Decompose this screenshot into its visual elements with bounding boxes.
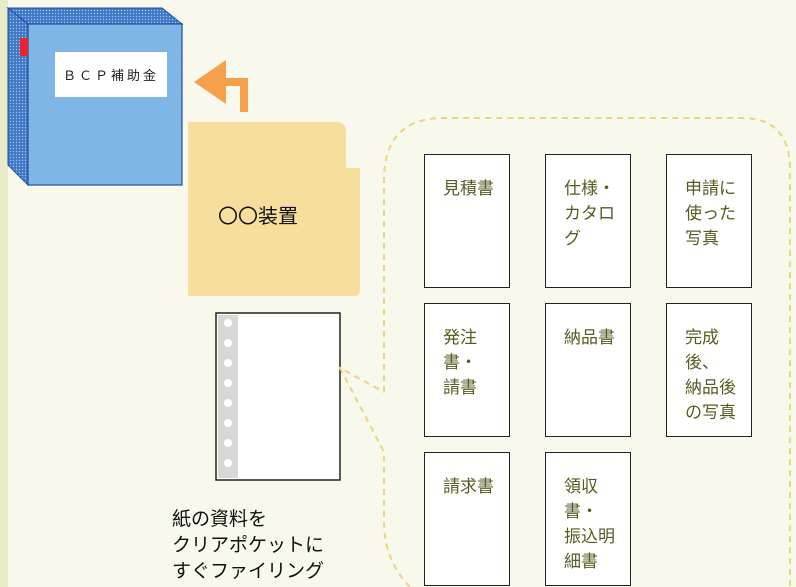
document-line: 書・ (564, 502, 598, 522)
document-line: 申請に (685, 179, 736, 199)
document-line: 仕様・ (564, 179, 615, 199)
binder-icon (6, 6, 184, 187)
arrow-icon (194, 60, 248, 112)
document-receipt-transfer: 領収 書・ 振込明 細書 (545, 452, 631, 586)
folder-label: 〇〇装置 (218, 204, 298, 228)
document-specification-catalog: 仕様・ カタロ グ (545, 154, 631, 288)
document-line: 納品後 (685, 378, 736, 398)
document-line: 使った (685, 204, 736, 224)
document-line: 細書 (564, 552, 598, 572)
document-line: 振込明 (564, 527, 615, 547)
document-line: 完成後、 (685, 328, 719, 373)
document-line: 書・ (443, 353, 477, 373)
document-estimate: 見積書 (424, 154, 510, 288)
clear-pocket-icon (215, 312, 341, 481)
caption-line: 紙の資料を (172, 508, 268, 530)
document-line: 発注 (443, 328, 477, 348)
callout-bubble (337, 117, 791, 587)
document-invoice: 請求書 (424, 452, 510, 586)
document-completion-photos: 完成後、 納品後 の写真 (666, 303, 752, 437)
document-line: 請求書 (443, 477, 494, 497)
document-line: カタロ (564, 204, 615, 224)
document-line: 請書 (443, 378, 477, 398)
document-line: 納品書 (564, 328, 615, 348)
document-delivery-note: 納品書 (545, 303, 631, 437)
document-line: 領収 (564, 477, 598, 497)
caption: 紙の資料を クリアポケットに すぐファイリング (172, 506, 324, 584)
document-line: 見積書 (443, 179, 494, 199)
document-line: 写真 (685, 229, 719, 249)
document-line: の写真 (685, 403, 736, 423)
left-border (0, 0, 8, 587)
caption-line: クリアポケットに (172, 534, 325, 556)
folder-shape (188, 122, 360, 296)
document-line: グ (564, 229, 581, 249)
document-order-form: 発注 書・ 請書 (424, 303, 510, 437)
binder-label: ＢＣＰ補助金 (55, 52, 167, 97)
document-application-photos: 申請に 使った 写真 (666, 154, 752, 288)
caption-line: すぐファイリング (172, 560, 325, 582)
